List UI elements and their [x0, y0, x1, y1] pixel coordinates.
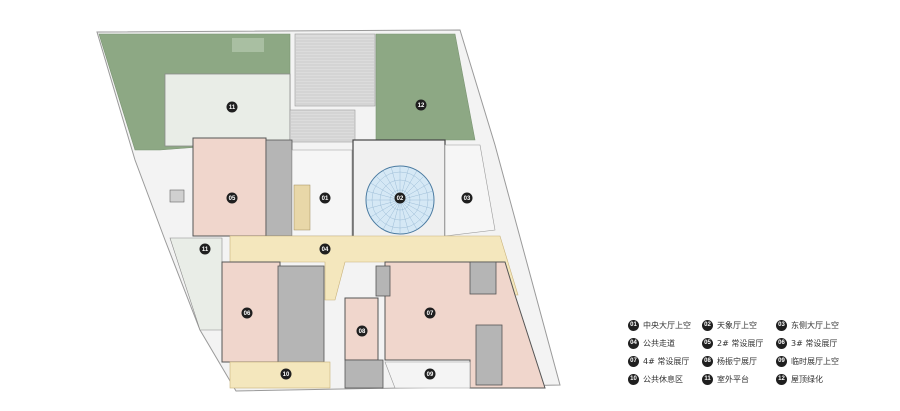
tag-number: 12: [418, 103, 425, 109]
tag-circle: [199, 243, 211, 255]
tag-circle: [226, 192, 238, 204]
core-08: [344, 359, 384, 389]
legend-label: 屋顶绿化: [791, 374, 823, 384]
tag-number: 07: [427, 311, 434, 317]
room-tag-06: 06: [241, 307, 253, 319]
tag-number: 10: [283, 372, 290, 378]
legend-item: 03 东侧大厅上空: [776, 318, 839, 332]
terrace-west: [169, 237, 223, 331]
side-stair: [169, 189, 185, 203]
tag-circle: [319, 192, 331, 204]
room-tag-04: 04: [319, 243, 331, 255]
room-tag-05: 05: [226, 192, 238, 204]
tag-circle: [461, 192, 473, 204]
legend-label: 东侧大厅上空: [791, 320, 839, 330]
room-tag-02: 02: [394, 192, 406, 204]
legend-item: 02 天象厅上空: [702, 318, 757, 332]
tag-number: 04: [322, 247, 329, 253]
tag-number: 01: [322, 196, 329, 202]
legend-label: 3# 常设展厅: [791, 338, 838, 348]
legend-item: 09 临时展厅上空: [776, 354, 839, 368]
tag-circle: [226, 101, 238, 113]
tag-circle: [424, 307, 436, 319]
legend-item: 11 室外平台: [702, 372, 749, 386]
legend-number: 12: [776, 373, 787, 385]
room-tag-12: 12: [415, 99, 427, 111]
exhibit-hall-07: [384, 261, 546, 389]
legend-number: 10: [628, 373, 639, 385]
legend-number: 01: [628, 319, 639, 331]
stairs-01: [293, 184, 311, 231]
tag-circle: [241, 307, 253, 319]
legend-label: 2# 常设展厅: [717, 338, 764, 348]
legend-label: 杨振宁展厅: [717, 356, 757, 366]
room-tag-11: 11: [199, 243, 211, 255]
tag-number: 03: [464, 196, 471, 202]
dome-ring: [371, 171, 429, 229]
tag-circle: [394, 192, 406, 204]
room-tag-09: 09: [424, 368, 436, 380]
legend-number: 04: [628, 337, 639, 349]
room-tag-03: 03: [461, 192, 473, 204]
legend-label: 天象厅上空: [717, 320, 757, 330]
dome-ring: [379, 179, 421, 221]
tag-number: 02: [397, 196, 404, 202]
tag-number: 06: [244, 311, 251, 317]
roof-vent-grid: [232, 38, 264, 52]
tag-circle: [415, 99, 427, 111]
legend-label: 公共休息区: [643, 374, 683, 384]
room-tag-07: 07: [424, 307, 436, 319]
legend-number: 09: [776, 355, 787, 367]
core-07b: [475, 324, 503, 386]
legend-number: 06: [776, 337, 787, 349]
legend-label: 中央大厅上空: [643, 320, 691, 330]
legend-item: 10 公共休息区: [628, 372, 683, 386]
legend-label: 4# 常设展厅: [643, 356, 690, 366]
legend-item: 01 中央大厅上空: [628, 318, 691, 332]
rest-area-10: [229, 361, 331, 389]
tag-circle: [356, 325, 368, 337]
legend-label: 公共走道: [643, 338, 675, 348]
legend-number: 05: [702, 337, 713, 349]
legend-number: 03: [776, 319, 787, 331]
roof-grating: [289, 33, 376, 143]
tag-number: 05: [229, 196, 236, 202]
tag-number: 11: [229, 105, 236, 111]
legend-number: 07: [628, 355, 639, 367]
legend-item: 06 3# 常设展厅: [776, 336, 837, 350]
room-tag-01: 01: [319, 192, 331, 204]
legend-number: 11: [702, 373, 713, 385]
tag-number: 09: [427, 372, 434, 378]
corridor-04: [229, 235, 519, 301]
core-07a: [469, 261, 497, 295]
tag-circle: [319, 243, 331, 255]
room-tag-08: 08: [356, 325, 368, 337]
core-06: [277, 265, 325, 363]
legend-number: 02: [702, 319, 713, 331]
tag-number: 11: [202, 247, 209, 253]
legend-item: 04 公共走道: [628, 336, 675, 350]
tag-circle: [280, 368, 292, 380]
dome-ring: [389, 189, 411, 211]
legend-item: 12 屋顶绿化: [776, 372, 823, 386]
room-tag-11: 11: [226, 101, 238, 113]
legend-item: 08 杨振宁展厅: [702, 354, 757, 368]
legend-label: 室外平台: [717, 374, 749, 384]
core-05: [265, 139, 293, 237]
legend-item: 07 4# 常设展厅: [628, 354, 689, 368]
legend-number: 08: [702, 355, 713, 367]
legend-item: 05 2# 常设展厅: [702, 336, 763, 350]
grating-lines: [291, 37, 374, 141]
legend: 01 中央大厅上空 02 天象厅上空 03 东侧大厅上空 04 公共走道 05 2# 常设展厅 06…: [628, 318, 893, 390]
exhibit-hall-05: [192, 137, 267, 237]
green-roof-east: [375, 33, 476, 141]
legend-label: 临时展厅上空: [791, 356, 839, 366]
atrium-03: [444, 144, 496, 237]
tag-circle: [424, 368, 436, 380]
room-tag-10: 10: [280, 368, 292, 380]
core-07c: [375, 265, 391, 297]
tag-number: 08: [359, 329, 366, 335]
